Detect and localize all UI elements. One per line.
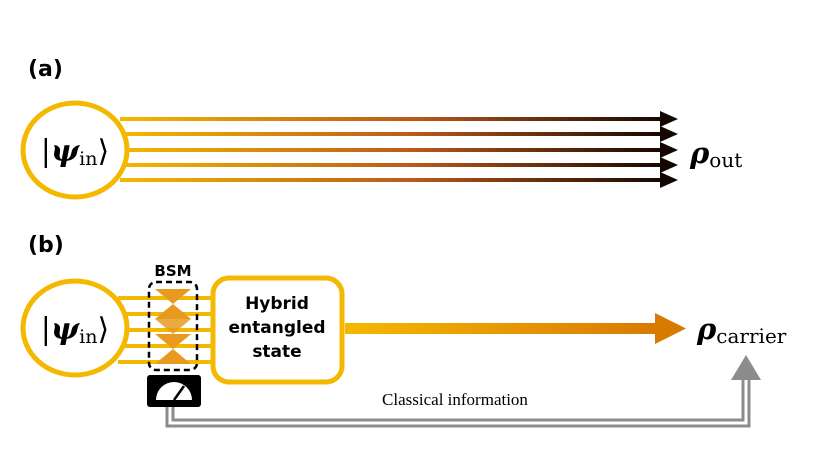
panel-a-input-circle <box>20 100 130 200</box>
panel-b-input-circle <box>20 278 130 378</box>
panel-a-output: ρout <box>689 136 742 172</box>
carrier-arrow <box>345 313 686 344</box>
hybrid-state-box <box>210 275 345 385</box>
bsm-beamsplitters <box>155 289 191 364</box>
meter-icon <box>147 375 201 407</box>
hybrid-state-line-3: state <box>252 342 301 362</box>
bsm-box <box>147 280 199 372</box>
hybrid-state-line-2: entangled <box>228 318 325 338</box>
classical-information-label: Classical information <box>382 390 528 409</box>
panel-a-beams <box>120 111 678 188</box>
hybrid-state-line-1: Hybrid <box>245 294 309 314</box>
beam-2 <box>120 126 678 142</box>
beam-3 <box>120 142 678 158</box>
beam-4 <box>120 157 678 173</box>
beam-5 <box>120 172 678 188</box>
beam-1 <box>120 111 678 127</box>
panel-b-input-beams <box>118 296 213 364</box>
panel-a-label: (a) <box>28 57 63 82</box>
panel-b-input-state: |ψin⟩ <box>41 312 109 348</box>
classical-channel-arrow <box>165 355 761 428</box>
panel-b-output: ρcarrier <box>696 312 787 348</box>
panel-b-label: (b) <box>28 233 64 258</box>
panel-a-input-state: |ψin⟩ <box>41 134 109 170</box>
bsm-label: BSM <box>154 262 191 280</box>
